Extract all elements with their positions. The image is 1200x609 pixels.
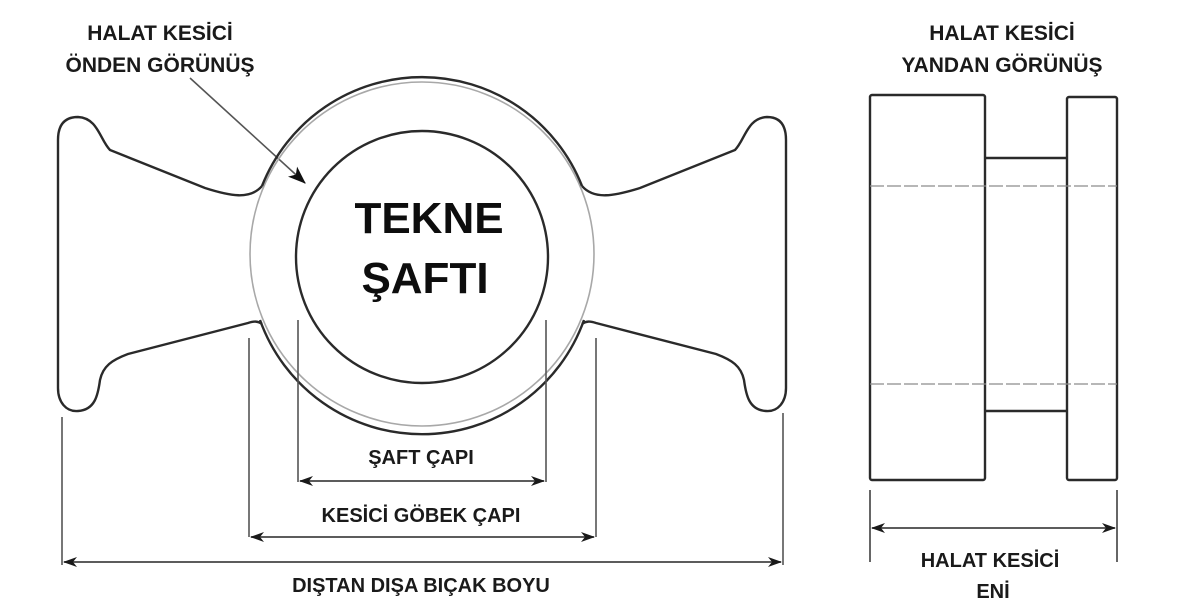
hub-outer-arc-bottom — [258, 319, 586, 436]
shaft-circle — [294, 129, 550, 385]
side-view: HALAT KESİCİ YANDAN GÖRÜNÜŞ HALAT KESİCİ… — [868, 22, 1119, 603]
side-view-title-line2: YANDAN GÖRÜNÜŞ — [901, 54, 1102, 77]
hub-outer-circle-hidden — [249, 81, 595, 427]
front-view-title-line1: HALAT KESİCİ — [87, 22, 232, 45]
blade-length-label: DIŞTAN DIŞA BIÇAK BOYU — [292, 575, 550, 597]
cutter-width-label-line1: HALAT KESİCİ — [921, 549, 1060, 572]
right-blade — [581, 115, 788, 413]
side-left-block — [868, 93, 987, 482]
side-view-title-line1: HALAT KESİCİ — [929, 22, 1074, 45]
hub-outer-arc-top — [260, 75, 584, 187]
side-right-block — [1065, 95, 1119, 482]
front-view: HALAT KESİCİ ÖNDEN GÖRÜNÜŞ TEKNE ŞAFTI Ş… — [56, 22, 788, 597]
shaft-label-line2: ŞAFTI — [361, 254, 488, 303]
leader-arrow — [189, 77, 306, 184]
left-blade — [56, 115, 263, 413]
cutter-width-label-line2: ENİ — [976, 580, 1009, 603]
front-view-title-line2: ÖNDEN GÖRÜNÜŞ — [65, 54, 254, 77]
shaft-diameter-label: ŞAFT ÇAPI — [368, 447, 474, 469]
shaft-label-line1: TEKNE — [354, 194, 503, 243]
hub-diameter-label: KESİCİ GÖBEK ÇAPI — [322, 504, 521, 527]
